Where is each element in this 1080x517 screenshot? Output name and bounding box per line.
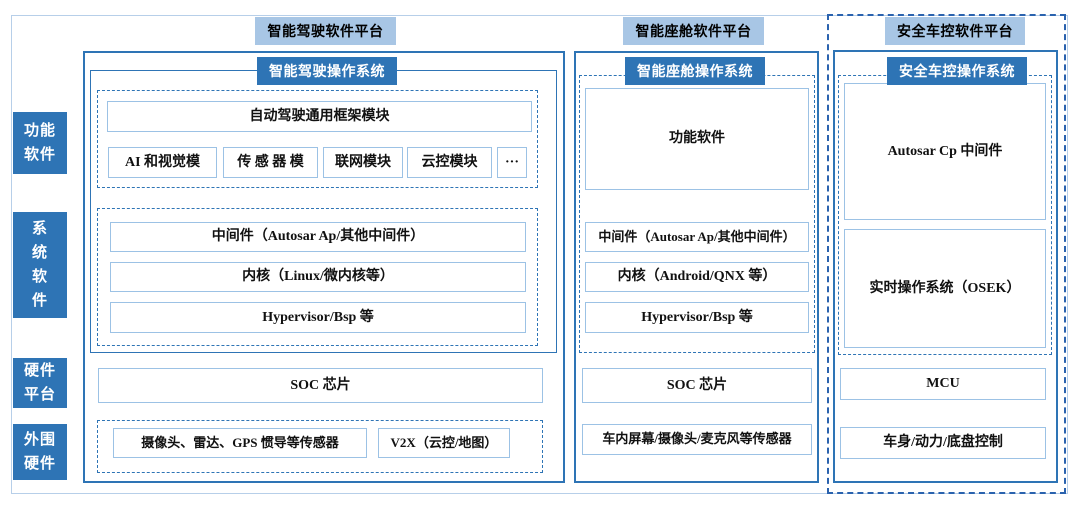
driving-soc-box: SOC 芯片	[98, 368, 543, 403]
layer-label-system-software: 系 统 软 件	[13, 212, 67, 318]
os-tab-cockpit: 智能座舱操作系统	[625, 57, 765, 85]
safety-platform-outer-dashed	[827, 14, 1066, 494]
cockpit-function-software-box: 功能软件	[585, 88, 809, 190]
safety-mcu-box: MCU	[840, 368, 1046, 400]
safety-body-control-box: 车身/动力/底盘控制	[840, 427, 1046, 459]
platform-header-safety: 安全车控软件平台	[885, 17, 1025, 45]
layer-label-hardware-platform: 硬件 平台	[13, 358, 67, 408]
driving-platform-container	[83, 51, 565, 483]
cockpit-soc-box: SOC 芯片	[582, 368, 812, 403]
driving-framework-box: 自动驾驶通用框架模块	[107, 101, 532, 132]
safety-platform-container	[833, 50, 1058, 483]
cockpit-middleware-box: 中间件（Autosar Ap/其他中间件）	[585, 222, 809, 252]
driving-peripheral-group	[97, 420, 543, 473]
safety-rtos-box: 实时操作系统（OSEK）	[844, 229, 1046, 348]
driving-kernel-box: 内核（Linux/微内核等）	[110, 262, 526, 292]
driving-function-layer-group	[97, 90, 538, 188]
safety-autosar-cp-box: Autosar Cp 中间件	[844, 83, 1046, 220]
driving-module-ellipsis: ···	[497, 147, 527, 178]
cockpit-hypervisor-box: Hypervisor/Bsp 等	[585, 302, 809, 333]
diagram-outer-frame	[11, 15, 1068, 494]
driving-module-ai-vision: AI 和视觉模	[108, 147, 217, 178]
cockpit-platform-container	[574, 51, 819, 483]
driving-module-cloud: 云控模块	[407, 147, 492, 178]
layer-label-function-software: 功能 软件	[13, 112, 67, 174]
platform-header-cockpit: 智能座舱软件平台	[623, 17, 764, 45]
os-tab-safety: 安全车控操作系统	[887, 57, 1027, 85]
driving-module-sensor: 传 感 器 模	[223, 147, 318, 178]
driving-hypervisor-box: Hypervisor/Bsp 等	[110, 302, 526, 333]
cockpit-peripherals-box: 车内屏幕/摄像头/麦克风等传感器	[582, 424, 812, 455]
driving-system-layer-group	[97, 208, 538, 346]
platform-header-driving: 智能驾驶软件平台	[255, 17, 396, 45]
cockpit-kernel-box: 内核（Android/QNX 等）	[585, 262, 809, 292]
driving-v2x-box: V2X（云控/地图）	[378, 428, 510, 458]
os-tab-driving: 智能驾驶操作系统	[257, 57, 397, 85]
driving-middleware-box: 中间件（Autosar Ap/其他中间件）	[110, 222, 526, 252]
layer-label-peripheral-hardware: 外围 硬件	[13, 424, 67, 480]
driving-module-network: 联网模块	[323, 147, 403, 178]
driving-sensors-box: 摄像头、雷达、GPS 惯导等传感器	[113, 428, 367, 458]
